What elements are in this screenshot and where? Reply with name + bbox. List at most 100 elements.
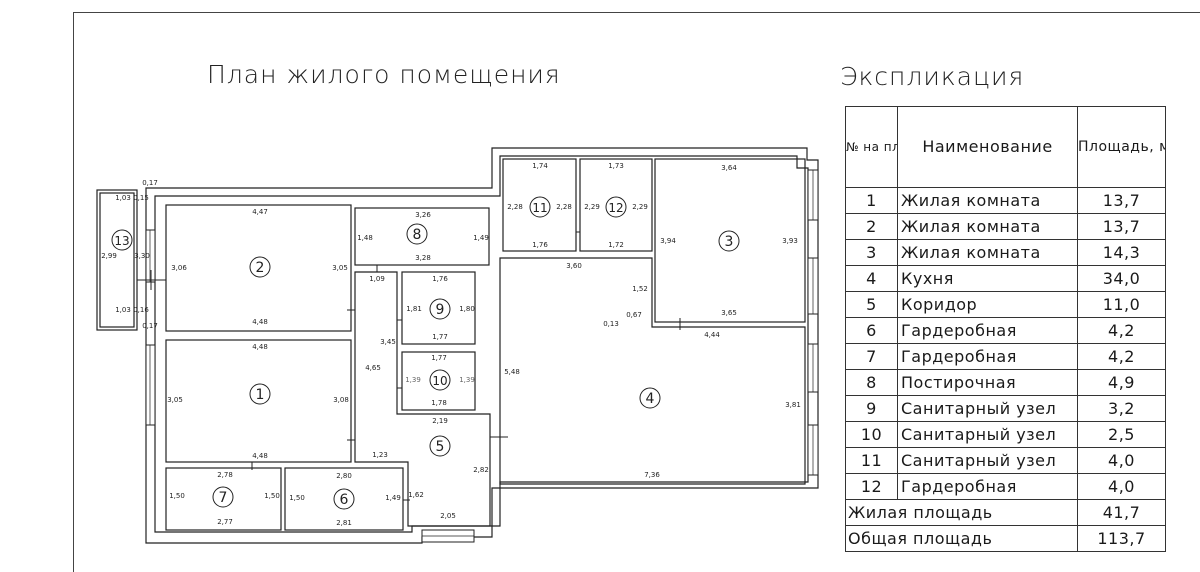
dim-label: 1,48 [357,234,373,242]
dim-label: 3,45 [380,338,396,346]
row-area: 3,2 [1077,395,1166,422]
row-name: Санитарный узел [897,421,1078,448]
room-5-number: 5 [436,439,445,455]
dim-label: 1,49 [473,234,489,242]
row-area: 4,9 [1077,369,1166,396]
row-name: Санитарный узел [897,395,1078,422]
row-number: 7 [845,343,898,370]
room-7-circle [212,486,234,508]
dim-label: 1,78 [431,399,447,407]
dim-label: 1,76 [532,241,548,249]
row-number: 3 [845,239,898,266]
room-13-inner [99,192,135,328]
header-area: Площадь, м.кв [1077,106,1166,188]
room-10-outline [401,351,476,411]
row-area: 4,0 [1077,473,1166,500]
row-number: 9 [845,395,898,422]
room-2-circle [249,256,271,278]
room-9-circle [429,298,451,320]
row-name: Постирочная [897,369,1078,396]
dim-label: 0,13 [603,320,619,328]
room-8-number: 8 [413,227,422,243]
row-area: 4,0 [1077,447,1166,474]
row-number: 8 [845,369,898,396]
room-2-outline [165,204,352,332]
dim-label: 2,77 [217,518,233,526]
dim-label: 4,48 [252,343,268,351]
row-area: 14,3 [1077,239,1166,266]
room-7-number: 7 [219,490,228,506]
table-header-row: № на плане Наименование Площадь, м.кв [845,106,1166,188]
row-name: Жилая комната [897,213,1078,240]
room-8-outline [354,207,490,266]
room-12-outline [579,158,653,252]
row-area: 4,2 [1077,317,1166,344]
dim-label: 1,49 [385,494,401,502]
explication-table: № на плане Наименование Площадь, м.кв 1Ж… [845,106,1166,552]
row-number: 4 [845,265,898,292]
room-4-number: 4 [646,391,655,407]
dim-label: 2,99 [101,252,117,260]
dim-label: 1,77 [432,333,448,341]
dim-label: 2,05 [440,512,456,520]
dim-label: 1,09 [369,275,385,283]
room-5-circle [429,435,451,457]
dim-label: 3,30 [134,252,150,260]
floor-plan: 1 2 3 4 5 6 7 8 9 10 11 12 13 4,48 3,08 … [96,147,819,544]
dim-label: 3,28 [415,254,431,262]
dim-label: 2,29 [584,203,600,211]
row-area: 13,7 [1077,213,1166,240]
row-area: 34,0 [1077,265,1166,292]
outer-wall-inner [154,155,809,533]
dim-label: 3,93 [782,237,798,245]
room-12-circle [605,196,627,218]
room-4-outline [499,257,806,485]
row-number: 10 [845,421,898,448]
room-1-circle [249,383,271,405]
plan-title: План жилого помещения [207,60,561,89]
room-13-circle [111,229,133,251]
dim-label: 1,39 [405,376,421,384]
row-name: Жилая комната [897,187,1078,214]
dim-label: 1,03 [115,194,131,202]
room-3-outline [654,158,806,323]
explication-title: Экспликация [840,62,1025,91]
dim-label: 1,74 [532,162,548,170]
room-3-number: 3 [725,234,734,250]
room-11-outline [502,158,577,252]
dim-label: 0,16 [133,306,149,314]
sheet-frame [73,12,1200,572]
dim-label: 0,17 [142,179,158,187]
dim-label: 3,60 [566,262,582,270]
row-name: Санитарный узел [897,447,1078,474]
row-number: 2 [845,213,898,240]
room-13-outline [96,189,138,331]
dim-label: 3,06 [171,264,187,272]
dim-label: 0,15 [133,194,149,202]
dim-label: 2,81 [336,519,352,527]
dim-label: 2,82 [473,466,489,474]
header-number: № на плане [845,106,898,188]
row-area: 11,0 [1077,291,1166,318]
row-name: Гардеробная [897,317,1078,344]
dim-label: 2,19 [432,417,448,425]
dim-label: 3,05 [167,396,183,404]
dim-label: 0,67 [626,311,642,319]
row-area: 13,7 [1077,187,1166,214]
room-10-circle [429,369,451,391]
room-2-number: 2 [256,260,265,276]
row-number: 1 [845,187,898,214]
row-number: 5 [845,291,898,318]
room-8-circle [406,223,428,245]
total-living-value: 41,7 [1077,499,1166,526]
row-area: 4,2 [1077,343,1166,370]
total-area-value: 113,7 [1077,525,1166,552]
dim-label: 1,39 [459,376,475,384]
